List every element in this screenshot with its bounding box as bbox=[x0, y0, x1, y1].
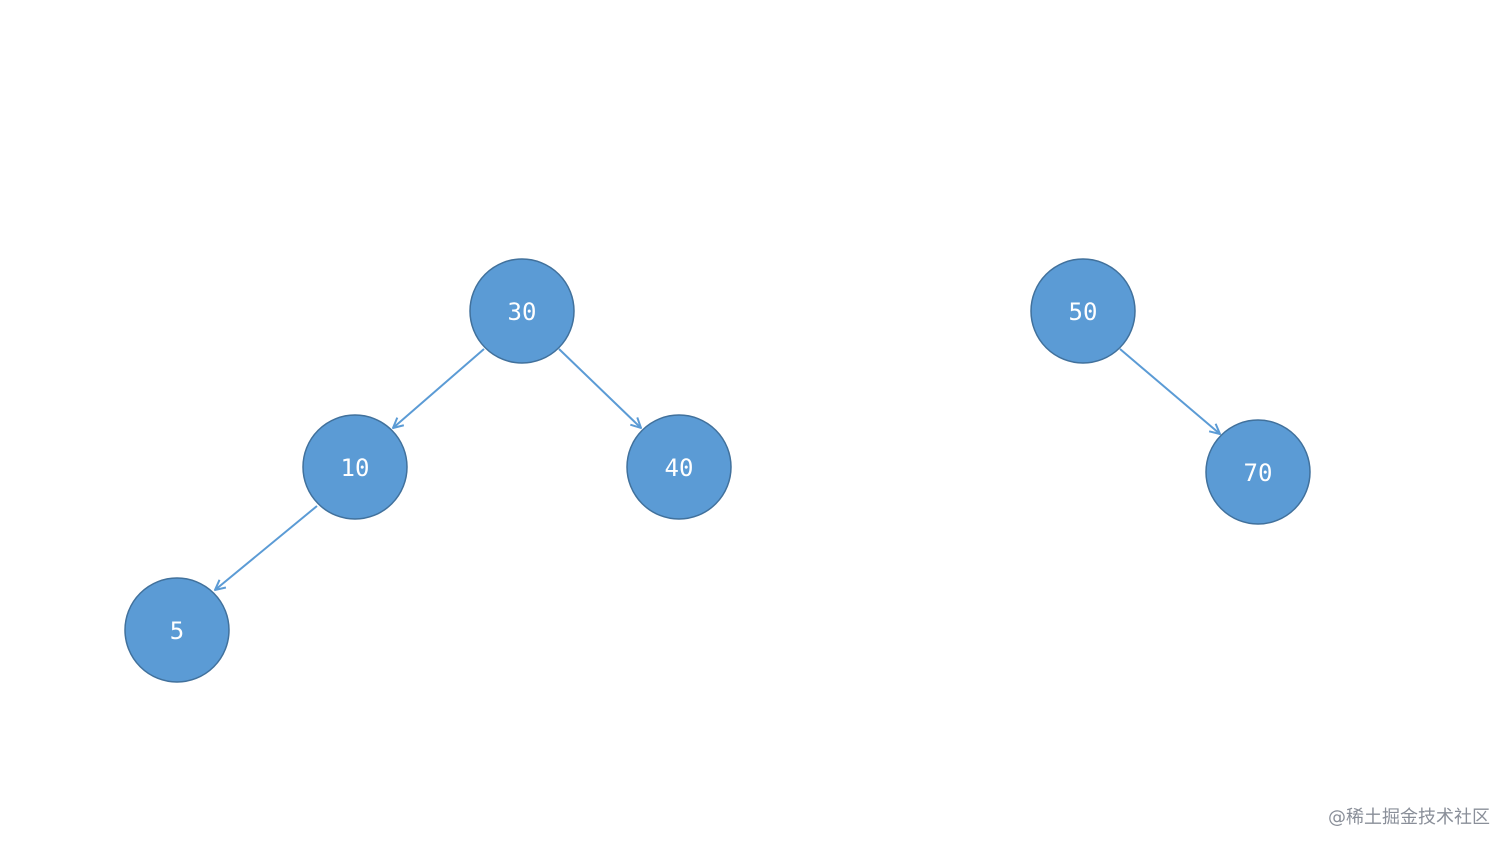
tree-node-5: 5 bbox=[124, 577, 230, 683]
tree-node-30: 30 bbox=[469, 258, 575, 364]
watermark-text: @稀土掘金技术社区 bbox=[1328, 807, 1490, 828]
edge-50-to-70 bbox=[1119, 348, 1220, 434]
node-label: 70 bbox=[1244, 459, 1273, 487]
node-label: 30 bbox=[508, 298, 537, 326]
edge-30-to-10 bbox=[393, 348, 485, 428]
node-label: 40 bbox=[665, 454, 694, 482]
edge-10-to-5 bbox=[215, 505, 318, 590]
tree-node-50: 50 bbox=[1030, 258, 1136, 364]
node-label: 10 bbox=[341, 454, 370, 482]
tree-node-40: 40 bbox=[626, 414, 732, 520]
node-label: 50 bbox=[1069, 298, 1098, 326]
tree-node-10: 10 bbox=[302, 414, 408, 520]
edge-30-to-40 bbox=[558, 348, 641, 428]
tree-node-70: 70 bbox=[1205, 419, 1311, 525]
node-label: 5 bbox=[170, 617, 184, 645]
